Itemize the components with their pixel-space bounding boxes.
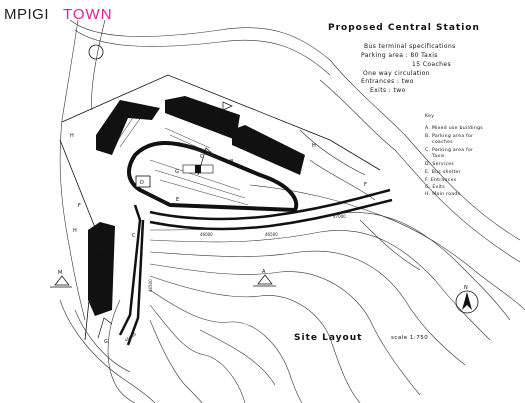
zone-label: G	[175, 169, 179, 175]
sheet-title: Proposed Central Station	[328, 23, 480, 33]
place-name: MPIGI	[4, 6, 50, 23]
contour-lines	[59, 19, 525, 403]
building-a-west	[88, 222, 115, 316]
section-label: M	[58, 270, 62, 276]
parking-bays	[149, 127, 249, 206]
access-road	[118, 188, 393, 346]
building-a-nw	[96, 100, 160, 155]
zone-label: F	[78, 203, 81, 209]
zone-label: A	[98, 241, 102, 247]
spec-line: One way circulation	[363, 70, 431, 77]
circulation-loop	[127, 141, 299, 212]
building-blocks	[88, 96, 305, 316]
key-title: Key	[425, 114, 435, 119]
key-item: A. Mixed use buildings	[425, 126, 483, 131]
roundabout	[88, 44, 104, 60]
zone-label: B	[230, 159, 234, 165]
building-a-north	[165, 96, 240, 140]
place-name-accent: TOWN	[63, 6, 113, 23]
direction-flags	[97, 101, 233, 339]
north-arrow	[455, 290, 479, 314]
key-item: E. Bus shelter	[425, 170, 461, 175]
contour-label: 46500	[148, 279, 153, 292]
key-item: D. Services	[425, 162, 455, 167]
key-item: coaches	[432, 140, 453, 145]
zone-label: H	[73, 228, 77, 234]
zone-label: C	[200, 154, 204, 160]
spec-heading: Bus terminal specifications	[364, 43, 456, 50]
zone-labels: A A A B C C D E F F G G H H H M A N	[58, 116, 468, 345]
spec-line: Exits : two	[370, 87, 406, 94]
zone-label: A	[268, 143, 272, 149]
section-markers	[50, 274, 276, 288]
building-hatching	[92, 97, 296, 301]
key-item: H. Main roads	[425, 192, 461, 197]
contour-labels: 46000 46500 47000 46500 46000	[124, 214, 346, 343]
spec-line: 15 Coaches	[412, 61, 451, 68]
key-item: Taxis	[432, 154, 445, 159]
zone-label: E	[176, 197, 179, 203]
drawing-scale: scale 1:750	[391, 335, 429, 341]
spec-line: Entrances : two	[361, 78, 414, 85]
section-label: A	[262, 269, 266, 275]
building-a-east	[232, 125, 305, 175]
contour-label: 46500	[265, 232, 278, 237]
key-item: B. Parking area for	[425, 134, 474, 139]
zone-label: D	[140, 180, 144, 186]
spec-line: Parking area : 80 Taxis	[361, 52, 438, 59]
zone-label: A	[205, 116, 209, 122]
contour-label: 47000	[333, 214, 346, 219]
contour-label: 46000	[124, 331, 138, 343]
zone-label: G	[104, 339, 108, 345]
zone-label: H	[70, 133, 74, 139]
key-item: G. Exits	[425, 185, 445, 190]
bus-shelter	[182, 164, 214, 174]
key-item: C. Parking area for	[425, 148, 474, 153]
services-block	[135, 175, 151, 188]
zone-label: C	[132, 233, 136, 239]
contour-label: 46000	[200, 232, 213, 237]
key-item: F. Entrances	[425, 178, 457, 183]
drawing-title: Site Layout	[294, 333, 363, 343]
zone-label: H	[312, 143, 316, 149]
zone-label: F	[364, 182, 367, 188]
north-label: N	[464, 285, 468, 291]
